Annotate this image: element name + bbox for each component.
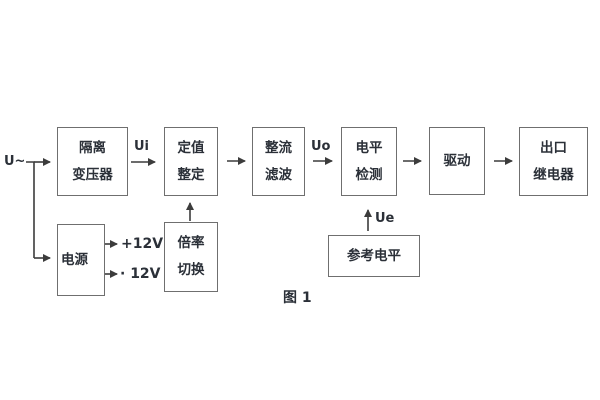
block-label: 电源 xyxy=(61,251,88,268)
label-plus-12v: +12V xyxy=(121,236,164,252)
block-setting-adjust: 定值 整定 xyxy=(164,127,218,196)
block-label: 倍率 xyxy=(177,235,205,251)
block-label: 驱动 xyxy=(443,152,471,169)
block-label: 出口 xyxy=(540,139,567,156)
label-ui: Ui xyxy=(134,139,150,154)
block-label: 整流 xyxy=(265,139,292,156)
block-label: 参考电平 xyxy=(347,247,401,264)
block-output-relay: 出口 继电器 xyxy=(519,127,588,196)
block-label: 切换 xyxy=(177,262,205,278)
block-label: 隔离 xyxy=(79,139,106,156)
block-rectifier-filter: 整流 滤波 xyxy=(252,127,305,196)
block-label: 变压器 xyxy=(72,166,113,183)
block-label: 电平 xyxy=(355,139,383,156)
label-input-voltage: U~ xyxy=(4,154,26,169)
block-label: 检测 xyxy=(355,166,383,183)
wire-input-trunk xyxy=(26,161,35,258)
label-minus-12v: · 12V xyxy=(120,266,161,282)
figure-caption: 图 1 xyxy=(283,290,312,306)
block-drive: 驱动 xyxy=(429,127,485,195)
block-level-detection: 电平 检测 xyxy=(341,127,397,196)
block-ratio-switch: 倍率 切换 xyxy=(164,222,218,292)
label-ue: Ue xyxy=(375,211,395,226)
block-power-supply: 电源 xyxy=(57,224,105,296)
label-uo: Uo xyxy=(311,139,331,154)
block-isolation-transformer: 隔离 变压器 xyxy=(57,127,128,196)
block-reference-level: 参考电平 xyxy=(328,235,420,277)
block-label: 定值 xyxy=(177,139,205,156)
block-label: 滤波 xyxy=(265,166,292,183)
block-label: 整定 xyxy=(177,166,205,183)
block-label: 继电器 xyxy=(533,166,574,183)
